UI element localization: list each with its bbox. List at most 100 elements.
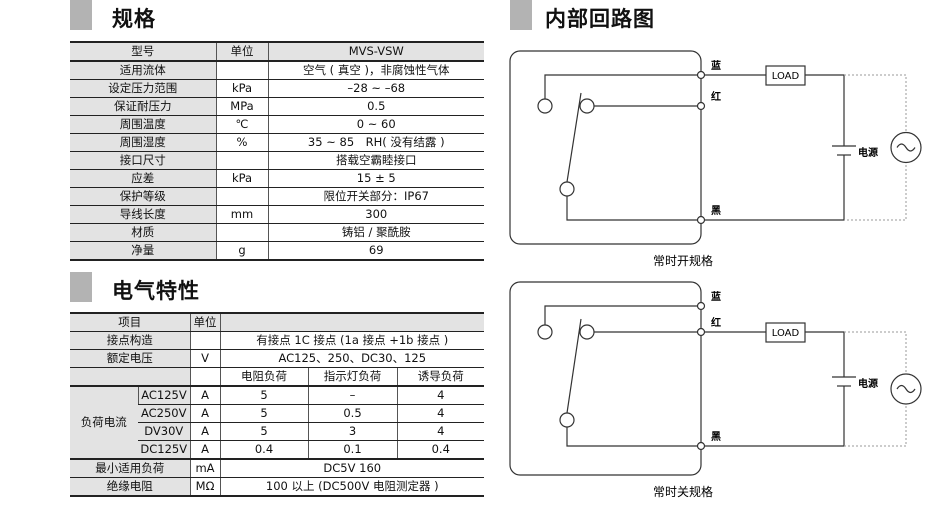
value-cell: 4: [396, 385, 485, 405]
diagram-caption: 常时关规格: [653, 484, 713, 499]
header-cell: 单位: [215, 41, 268, 62]
row-label: 材质: [70, 223, 216, 242]
row-label: [70, 367, 190, 387]
table-row: 周围湿度%35 ~ 85 RH( 没有结露 ): [70, 133, 484, 152]
value-cell: 限位开关部分：IP67: [267, 187, 484, 206]
wire: [544, 305, 701, 325]
power-label: 电源: [858, 377, 878, 390]
col-header: 诱导负荷: [396, 367, 485, 387]
value-cell: 300: [267, 205, 484, 224]
table-row: 适用流体空气 ( 真空 )，非腐蚀性气体: [70, 60, 484, 80]
value-cell: 100 以上 (DC500V 电阻测定器 ): [219, 477, 485, 497]
sub-label: DC125V: [138, 440, 190, 460]
unit-cell: A: [189, 422, 220, 441]
row-label: 周围温度: [70, 115, 216, 134]
value-cell: –28 ~ –68: [267, 79, 484, 98]
value-cell: AC125、250、DC30、125: [219, 349, 485, 368]
unit-cell: A: [189, 404, 220, 423]
header-cell: [219, 312, 485, 332]
label-black: 黑: [711, 431, 721, 443]
row-label: 负荷电流: [70, 385, 138, 460]
diagram-caption: 常时开规格: [653, 253, 713, 268]
table-header: 项目 单位: [70, 312, 485, 332]
wire: [705, 155, 845, 221]
value-cell: 4: [396, 404, 485, 423]
switch-housing: [509, 281, 702, 476]
contact: [559, 181, 575, 197]
label-blue: 蓝: [711, 290, 721, 303]
table-row: 接口尺寸搭载空霸睦接口: [70, 151, 484, 170]
value-cell: DC5V 160: [219, 458, 485, 478]
header-cell: 项目: [70, 312, 190, 332]
value-cell: 空气 ( 真空 )，非腐蚀性气体: [267, 60, 484, 80]
terminal: [696, 70, 706, 80]
load-label: LOAD: [772, 71, 800, 82]
header-cell: MVS-VSW: [267, 41, 484, 62]
value-cell: 3: [307, 422, 397, 441]
spec-title: 规格: [112, 7, 156, 31]
dashed-wire: [844, 74, 907, 221]
value-cell: 5: [219, 422, 308, 441]
power-label: 电源: [858, 146, 878, 159]
row-label: 设定压力范围: [70, 79, 216, 98]
table-header: 型号 单位 MVS-VSW: [70, 41, 484, 62]
unit-cell: ℃: [215, 115, 268, 134]
unit-cell: MPa: [215, 97, 268, 116]
value-cell: 0.1: [307, 440, 397, 460]
section-marker: [70, 0, 92, 30]
contact: [559, 412, 575, 428]
table-row: 电阻负荷指示灯负荷诱导负荷: [70, 367, 485, 387]
wire: [805, 331, 845, 377]
switch-lever: [566, 92, 582, 183]
label-red: 红: [711, 90, 721, 103]
unit-cell: A: [189, 385, 220, 405]
row-label: 保护等级: [70, 187, 216, 206]
value-cell: 35 ~ 85 RH( 没有结露 ): [267, 133, 484, 152]
unit-cell: %: [215, 133, 268, 152]
table-row: 材质 铸铝 / 聚酰胺: [70, 223, 484, 242]
value-cell: 铸铝 / 聚酰胺: [267, 223, 484, 242]
contact: [537, 98, 553, 114]
label-blue: 蓝: [711, 59, 721, 72]
contact: [537, 324, 553, 340]
sub-label: AC250V: [138, 404, 190, 423]
sub-label: AC125V: [137, 385, 190, 405]
unit-cell: [215, 151, 268, 170]
switch-housing: [509, 50, 702, 245]
table-row: 保护等级 限位开关部分：IP67: [70, 187, 484, 206]
unit-cell: kPa: [215, 79, 268, 98]
value-cell: 5: [219, 404, 308, 423]
unit-cell: kPa: [215, 169, 268, 188]
unit-cell: V: [189, 349, 220, 368]
value-cell: 0 ~ 60: [267, 115, 484, 134]
wire: [544, 74, 701, 99]
row-label: 绝缘电阻: [70, 477, 190, 497]
value-cell: 0.5: [267, 97, 484, 116]
section-marker: [510, 0, 532, 30]
wire: [705, 386, 845, 447]
wire: [566, 196, 701, 221]
value-cell: 69: [267, 241, 484, 261]
wire: [805, 74, 845, 146]
elec-title: 电气特性: [112, 279, 200, 303]
spec-table: 型号 单位 MVS-VSW 适用流体空气 ( 真空 )，非腐蚀性气体设定压力范围…: [70, 41, 484, 261]
terminal: [696, 101, 706, 111]
switch-lever: [566, 318, 582, 414]
elec-table: 项目 单位 接点构造有接点 1C 接点 (1a 接点 +1b 接点 ) 额定电压…: [70, 312, 485, 497]
row-label: 应差: [70, 169, 216, 188]
sine-wave-icon: [896, 143, 916, 152]
value-cell: –: [307, 385, 397, 405]
contact: [579, 324, 595, 340]
header-cell: 单位: [189, 312, 220, 332]
header-cell: 型号: [70, 41, 216, 62]
value-cell: 4: [396, 422, 485, 441]
terminal: [696, 301, 706, 311]
terminal: [696, 441, 706, 451]
label-black: 黑: [711, 205, 721, 217]
